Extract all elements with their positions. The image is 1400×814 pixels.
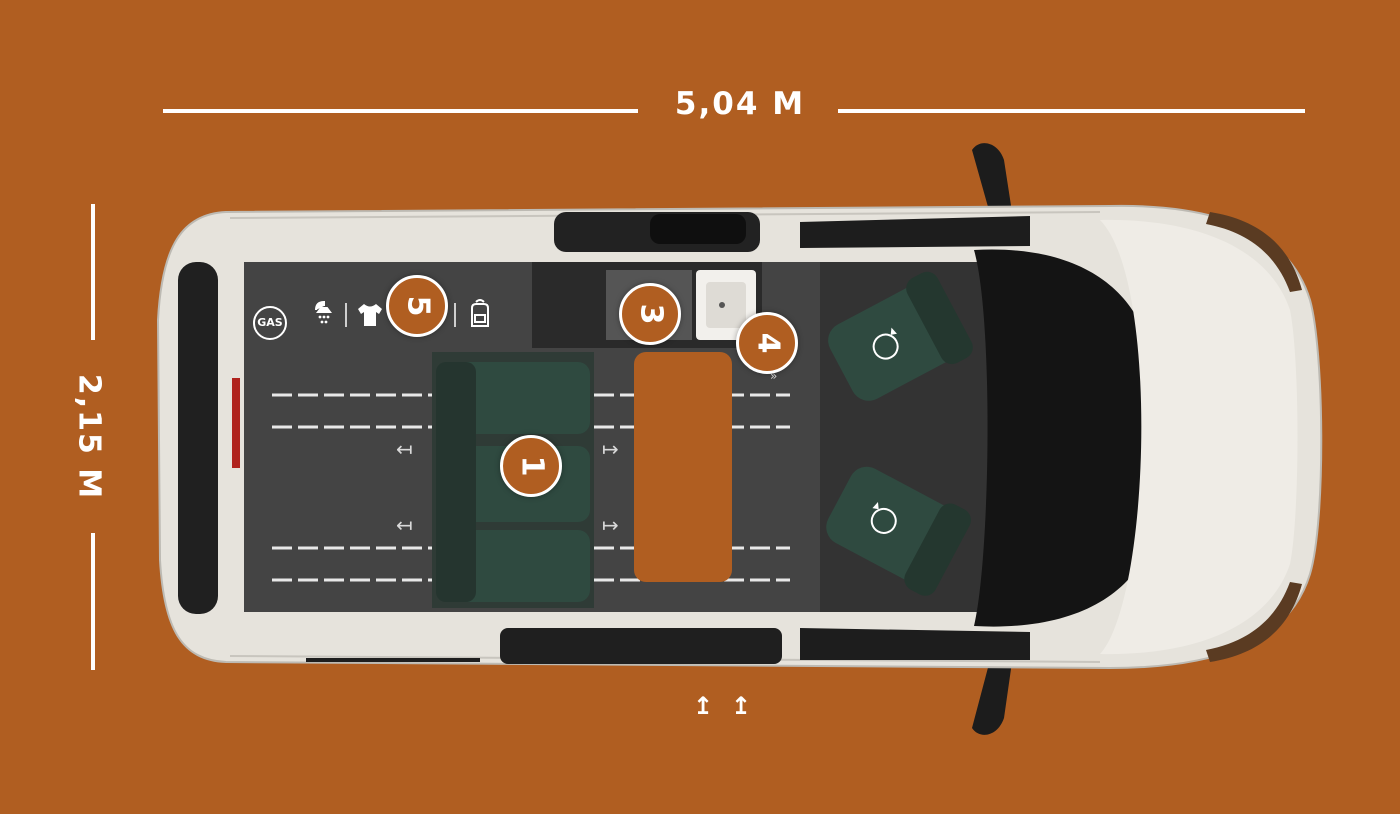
backpack-icon <box>466 298 494 330</box>
gas-bottle-icon: GAS <box>253 306 287 340</box>
width-dimension-line-top <box>91 204 95 340</box>
length-dimension-line-left <box>163 109 638 113</box>
badge-rear-bench: 1 <box>500 435 562 497</box>
table <box>634 352 732 582</box>
width-dimension-line-bottom <box>91 533 95 670</box>
door-arrow-icon: ↥ <box>731 692 752 720</box>
badge-storage: 5 <box>386 275 448 337</box>
length-dimension-label: 5,04 M <box>674 86 806 122</box>
windshield <box>974 249 1156 627</box>
side-window-bottom-front <box>800 628 1030 660</box>
headlight-top <box>1206 212 1302 292</box>
bed-rails <box>272 393 790 582</box>
svg-text:»: » <box>770 369 777 383</box>
length-dimension-line-right <box>838 109 1305 113</box>
tshirt-icon <box>356 302 384 328</box>
slide-left-arrow-icon: ↤ <box>396 513 413 537</box>
badge-sink: 4 <box>736 312 798 374</box>
door-arrow-icon: ↥ <box>693 692 714 720</box>
rear-window <box>178 262 218 614</box>
front-seat-top <box>828 271 973 401</box>
side-window-top-front <box>800 216 1030 248</box>
front-seat-bottom <box>826 466 971 596</box>
slide-right-arrow-icon: ↦ <box>602 437 619 461</box>
hood <box>1100 219 1298 655</box>
amenity-separator <box>345 303 347 327</box>
headlight-bottom <box>1206 582 1302 662</box>
slide-left-arrow-icon: ↤ <box>396 437 413 461</box>
mirror-top <box>972 143 1012 214</box>
side-window-bottom-rear <box>500 628 782 664</box>
badge-kitchen: 3 <box>619 283 681 345</box>
amenity-separator <box>454 303 456 327</box>
shower-icon <box>312 300 336 328</box>
mirror-bottom <box>972 660 1012 735</box>
slide-right-arrow-icon: ↦ <box>602 513 619 537</box>
